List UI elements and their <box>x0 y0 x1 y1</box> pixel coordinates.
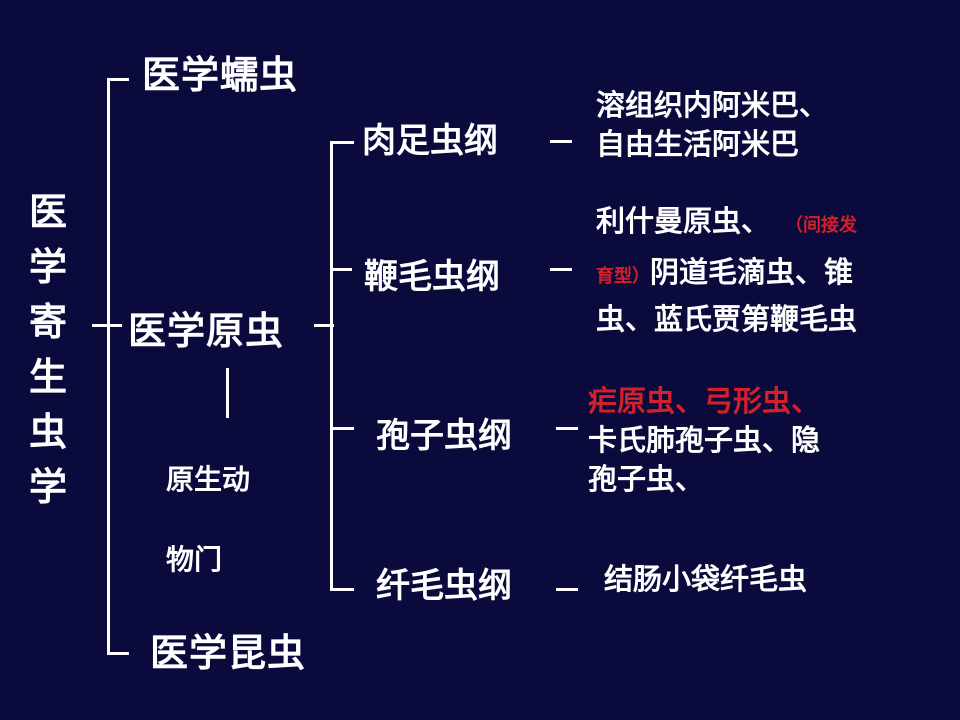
example-line: 育型）阴道毛滴虫、锥 <box>596 253 946 296</box>
sarcodina-example-connector <box>550 140 572 143</box>
protozoa-connector <box>314 324 334 327</box>
example-note: （间接发 <box>794 215 858 236</box>
root-title: 医 学 寄 生 虫 学 <box>28 185 68 515</box>
node-medical-helminth: 医学蠕虫 <box>142 53 299 97</box>
class-sporozoa: 孢子虫纲 <box>376 416 512 456</box>
ciliophora-example-connector <box>556 588 578 591</box>
class-sarcodina: 肉足虫纲 <box>362 121 498 161</box>
level2-bracket-vertical <box>330 141 333 591</box>
example-text: 阴道毛滴虫、锥 <box>650 255 854 289</box>
level1-bracket-top-tick <box>107 78 129 81</box>
example-line: 疟原虫、弓形虫、 <box>588 384 821 418</box>
level2-tick-mastigophora <box>330 268 352 271</box>
example-line: 卡氏肺孢子虫、隐 <box>588 423 821 457</box>
examples-ciliophora: 结肠小袋纤毛虫 <box>604 560 807 599</box>
level2-tick-ciliophora <box>330 588 354 591</box>
phylum-line: 原生动 <box>166 463 251 496</box>
class-mastigophora: 鞭毛虫纲 <box>364 257 500 297</box>
example-line: 虫、蓝氏贾第鞭毛虫 <box>596 302 858 336</box>
phylum-line: 物门 <box>166 543 223 576</box>
root-char: 学 <box>28 465 67 509</box>
example-line: 孢子虫、 <box>588 462 705 496</box>
level1-bracket-vertical <box>107 78 110 655</box>
mastigophora-example-connector <box>550 268 572 271</box>
example-line: 溶组织内阿米巴、 <box>596 88 829 122</box>
node-medical-protozoa: 医学原虫 <box>128 309 285 353</box>
example-line: 利什曼原虫、 （间接发 <box>596 202 946 245</box>
example-text: 利什曼原虫、 <box>596 204 771 238</box>
example-note: 育型） <box>596 266 650 287</box>
examples-sporozoa: 疟原虫、弓形虫、 卡氏肺孢子虫、隐 孢子虫、 <box>588 382 820 499</box>
root-char: 寄 <box>28 300 67 344</box>
class-ciliophora: 纤毛虫纲 <box>376 566 512 606</box>
level2-tick-sarcodina <box>330 141 354 144</box>
examples-mastigophora: 利什曼原虫、 （间接发 育型）阴道毛滴虫、锥 虫、蓝氏贾第鞭毛虫 <box>596 202 946 339</box>
root-char: 生 <box>28 355 67 399</box>
sporozoa-example-connector <box>556 427 578 430</box>
phylum-connector <box>226 368 229 418</box>
example-line: 自由生活阿米巴 <box>596 127 800 161</box>
root-char: 虫 <box>28 410 67 454</box>
example-line: 结肠小袋纤毛虫 <box>604 562 808 596</box>
examples-sarcodina: 溶组织内阿米巴、 自由生活阿米巴 <box>596 86 828 164</box>
level2-tick-sporozoa <box>330 427 354 430</box>
level1-bracket-bottom-tick <box>107 652 129 655</box>
root-char: 医 <box>28 190 67 234</box>
phylum-label: 原生动 物门 <box>166 420 250 620</box>
root-connector <box>92 324 122 327</box>
root-char: 学 <box>28 245 67 289</box>
node-medical-insect: 医学昆虫 <box>150 631 307 675</box>
